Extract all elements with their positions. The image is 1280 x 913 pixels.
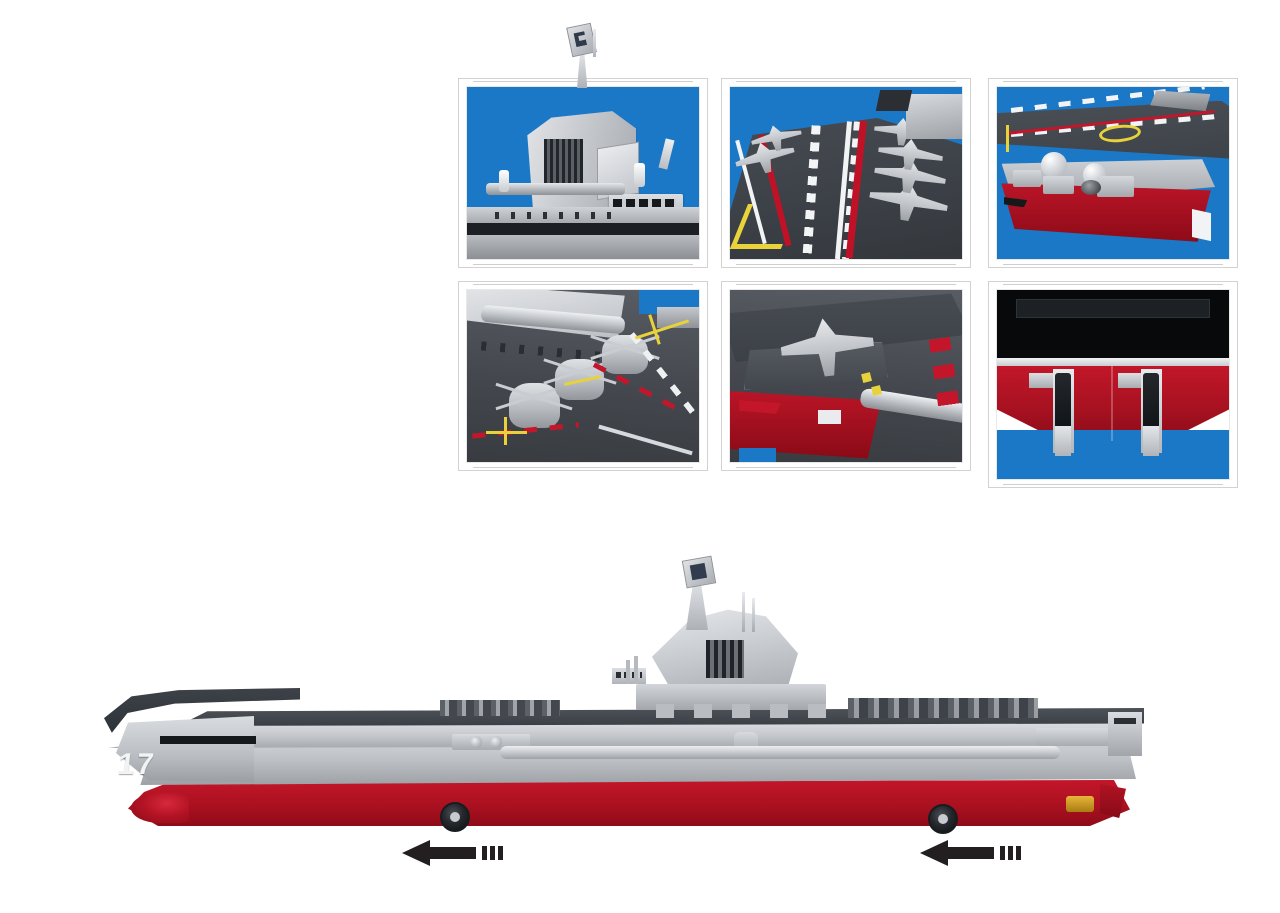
vent-grille — [543, 138, 583, 191]
deck-shadow-far — [876, 90, 914, 112]
aircraft-far-deck — [1150, 90, 1211, 112]
deck-equipment-row-midship — [648, 704, 838, 718]
wheel-aft[interactable] — [928, 804, 958, 834]
radar-dome-1 — [1041, 152, 1067, 179]
sponson-aft — [1036, 728, 1110, 746]
island-far — [906, 93, 962, 139]
detail-panel-stern-underside[interactable]: Stern underside with twin shafts, propel… — [988, 281, 1238, 488]
hull-number: 17 — [116, 748, 158, 781]
radar-panel-icon — [681, 555, 717, 589]
gun-barrel-muzzle — [1080, 179, 1102, 196]
deck-equipment-row-aft — [848, 698, 1038, 718]
deck-equipment-row-forward — [440, 700, 560, 716]
detail-panel-flight-deck[interactable]: Angled flight deck with runway markings … — [721, 78, 971, 268]
panel-image — [466, 289, 700, 463]
water-corner — [739, 448, 777, 462]
sponson-box-1 — [1013, 169, 1042, 187]
bridge-windows — [613, 198, 676, 209]
hull-side-rail — [500, 746, 1060, 759]
deck-yellow-line-4 — [504, 417, 508, 445]
mast-assembly — [565, 22, 605, 89]
detail-panel-elevator-jet[interactable]: Deck-edge aircraft elevator with fighter… — [721, 281, 971, 471]
panel-image — [996, 86, 1230, 260]
boot-stripe — [1191, 208, 1211, 241]
arrow-left-icon — [920, 840, 1021, 866]
whip-antenna-1 — [742, 592, 745, 632]
bow-dark-inset — [160, 736, 256, 744]
whip-antenna — [593, 28, 596, 58]
lower-hull-band — [467, 234, 699, 259]
panel-image — [729, 289, 963, 463]
rudder-starboard — [1143, 426, 1160, 457]
propeller-port — [1055, 373, 1072, 438]
shaft-bracket-starboard — [1117, 373, 1141, 389]
antenna-pod-right — [634, 162, 646, 187]
far-structure — [657, 307, 699, 328]
waterline-white-band — [997, 358, 1229, 366]
hangar-slot — [1015, 299, 1211, 319]
bulbous-bow — [131, 793, 189, 823]
mast-base — [577, 52, 588, 89]
panel-image — [466, 86, 700, 260]
motion-arrow-aft — [918, 838, 1028, 868]
deck-edge-railing — [485, 183, 625, 196]
dark-deck-band — [467, 222, 699, 235]
main-view-caption: Full starboard-side profile of the compl… — [0, 540, 1, 541]
panel-image — [729, 86, 963, 260]
whip-antenna-2 — [752, 598, 755, 632]
rudder — [1100, 784, 1126, 818]
rudder-port — [1055, 426, 1072, 457]
water-background — [997, 429, 1229, 479]
hull-white-block — [818, 410, 842, 425]
helicopter-1 — [508, 382, 560, 428]
deck-marking-yellow-line — [1006, 124, 1010, 153]
bow-section — [116, 716, 254, 782]
detail-panel-island-superstructure[interactable]: Island superstructure with mast and rada… — [458, 22, 708, 268]
hull-red-waterline — [128, 780, 1130, 826]
detail-panel-stern-quarter[interactable]: Stern quarter showing sponsons and red w… — [988, 78, 1238, 268]
stern-detail-band — [1114, 718, 1136, 724]
sponson-dome-1 — [470, 736, 482, 748]
ciws-mount — [1096, 176, 1134, 198]
shaft-bracket-port — [1029, 373, 1053, 389]
motion-arrow-forward — [400, 838, 510, 868]
sponson-box-2 — [1043, 176, 1074, 194]
mast-pole-aft — [634, 656, 638, 684]
hull-centerline-seam — [1110, 365, 1113, 442]
antenna-pod-left — [499, 169, 510, 192]
hull-red-plate — [739, 400, 782, 414]
hull-opening — [1003, 197, 1028, 208]
portholes — [494, 211, 616, 219]
island-vent-grille — [706, 640, 744, 678]
sponson-dome-2 — [490, 736, 502, 748]
wheel-forward[interactable] — [440, 802, 470, 832]
detail-panel-deck-helicopters[interactable]: Helicopters parked alongside the island — [458, 281, 708, 471]
arrow-left-icon — [402, 840, 503, 866]
propeller-gold — [1066, 796, 1094, 812]
propeller-starboard — [1143, 373, 1160, 438]
panel-image — [996, 289, 1230, 480]
mast-pole-forward — [626, 660, 630, 684]
main-side-profile-view: Full starboard-side profile of the compl… — [0, 540, 1280, 850]
